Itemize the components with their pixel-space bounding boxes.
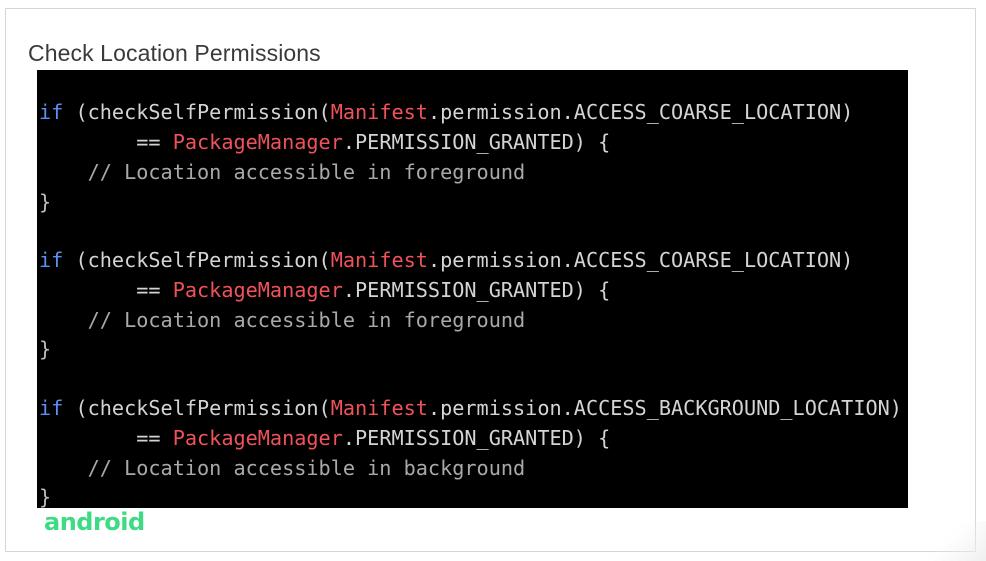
code-line-if-2: if (checkSelfPermission(Manifest.permiss… [39, 247, 853, 273]
class-manifest: Manifest [330, 248, 428, 272]
slide-title: Check Location Permissions [28, 40, 321, 66]
code-line-if-3: if (checkSelfPermission(Manifest.permiss… [39, 395, 902, 421]
code-call: (checkSelfPermission( [63, 100, 331, 124]
class-packagemanager: PackageManager [172, 130, 343, 154]
code-call: (checkSelfPermission( [63, 396, 331, 420]
code-granted: .PERMISSION_GRANTED) { [342, 130, 611, 154]
class-manifest: Manifest [330, 100, 428, 124]
code-line-eq-1: == PackageManager.PERMISSION_GRANTED) { [39, 129, 610, 155]
code-comment-2: // Location accessible in foreground [39, 308, 526, 332]
code-granted: .PERMISSION_GRANTED) { [342, 426, 611, 450]
code-block: if (checkSelfPermission(Manifest.permiss… [37, 70, 908, 508]
code-line-eq-2: == PackageManager.PERMISSION_GRANTED) { [39, 277, 610, 303]
code-close-brace-3: } [39, 485, 52, 508]
code-line-if-1: if (checkSelfPermission(Manifest.permiss… [39, 99, 853, 125]
keyword-if: if [39, 248, 64, 272]
class-manifest: Manifest [330, 396, 428, 420]
code-equals: == [39, 130, 173, 154]
code-comment-1: // Location accessible in foreground [39, 160, 526, 184]
code-close-brace-1: } [39, 190, 52, 214]
code-close-brace-2: } [39, 337, 52, 361]
code-comment-3: // Location accessible in background [39, 456, 526, 480]
code-equals: == [39, 426, 173, 450]
code-permission: .permission.ACCESS_COARSE_LOCATION) [427, 100, 854, 124]
keyword-if: if [39, 396, 64, 420]
code-call: (checkSelfPermission( [63, 248, 331, 272]
slide-corner-shadow [926, 521, 986, 561]
code-permission: .permission.ACCESS_BACKGROUND_LOCATION) [427, 396, 902, 420]
code-granted: .PERMISSION_GRANTED) { [342, 278, 611, 302]
code-line-eq-3: == PackageManager.PERMISSION_GRANTED) { [39, 425, 610, 451]
code-equals: == [39, 278, 173, 302]
keyword-if: if [39, 100, 64, 124]
android-logo: android [44, 508, 145, 536]
code-permission: .permission.ACCESS_COARSE_LOCATION) [427, 248, 854, 272]
class-packagemanager: PackageManager [172, 278, 343, 302]
class-packagemanager: PackageManager [172, 426, 343, 450]
